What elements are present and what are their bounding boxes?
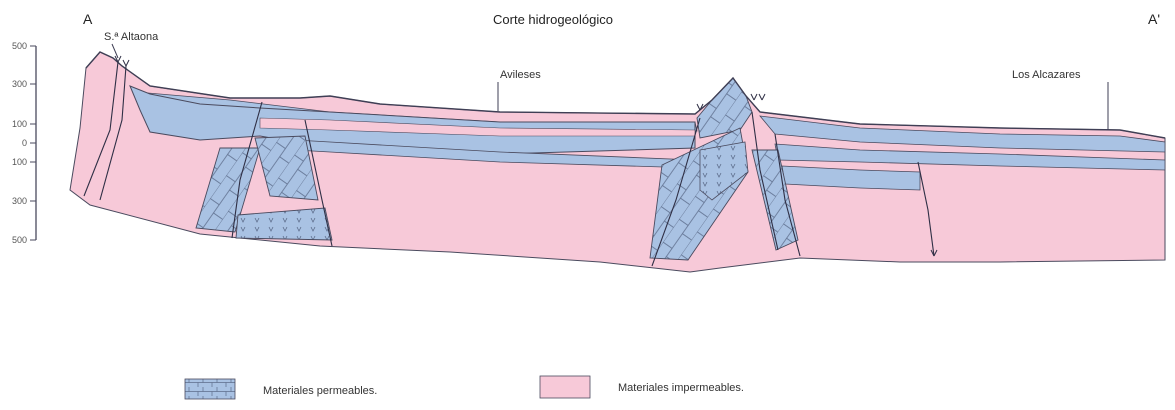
- depth-scale: 500 300 100 0 100 300 500: [12, 41, 36, 245]
- legend: Materiales permeables. Materiales imperm…: [185, 376, 744, 399]
- leader-line: [112, 44, 118, 58]
- corner-label-right: A': [1148, 11, 1160, 27]
- section-title: Corte hidrogeológico: [493, 12, 613, 27]
- corner-label-left: A: [83, 11, 93, 27]
- legend-label-permeable: Materiales permeables.: [263, 385, 377, 397]
- scale-tick-label: 300: [12, 79, 27, 89]
- scale-tick-label: 500: [12, 235, 27, 245]
- place-label-los-alcazares: Los Alcazares: [1012, 69, 1081, 81]
- place-label-avileses: Avileses: [500, 69, 541, 81]
- place-label-altaona: S.ª Altaona: [104, 31, 159, 43]
- scale-tick-label: 100: [12, 157, 27, 167]
- scale-tick-label: 300: [12, 196, 27, 206]
- scale-tick-label: 500: [12, 41, 27, 51]
- scale-tick-label: 0: [22, 138, 27, 148]
- legend-label-impermeable: Materiales impermeables.: [618, 382, 744, 394]
- legend-swatch-impermeable: [540, 376, 590, 398]
- legend-swatch-permeable: [185, 379, 235, 399]
- scale-tick-label: 100: [12, 119, 27, 129]
